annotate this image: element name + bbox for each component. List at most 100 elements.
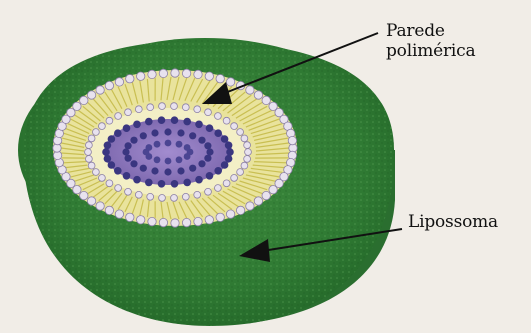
label-lipossoma: Lipossoma xyxy=(408,212,498,232)
core-head xyxy=(226,148,234,156)
core-head xyxy=(204,155,211,162)
lipid-head-outer xyxy=(194,217,202,225)
core-head xyxy=(125,155,132,162)
core-dot xyxy=(184,153,191,160)
core-head xyxy=(130,137,137,144)
lipid-head-outer xyxy=(205,72,213,80)
lipid-head-outer xyxy=(216,75,224,83)
lipid-head-outer xyxy=(262,191,270,199)
core-head xyxy=(206,172,214,180)
lipid-head-inner xyxy=(135,191,142,198)
core-head xyxy=(214,129,222,137)
core-head xyxy=(108,135,116,143)
core-head xyxy=(145,179,153,187)
lipid-head-inner xyxy=(194,106,201,113)
lipid-head-inner xyxy=(88,135,95,142)
core-head xyxy=(171,180,179,188)
lipid-head-inner xyxy=(241,135,248,142)
core-head xyxy=(164,168,171,175)
lipid-head-inner xyxy=(85,149,92,156)
core-head xyxy=(140,132,147,139)
lipid-head-inner xyxy=(147,193,154,200)
lipid-head-outer xyxy=(288,136,296,144)
lipid-head-inner xyxy=(223,117,230,124)
core-head xyxy=(145,118,153,126)
lipid-head-outer xyxy=(105,81,113,89)
core-dot xyxy=(146,144,153,151)
lipid-head-inner xyxy=(237,169,244,176)
core-head xyxy=(151,167,158,174)
lipid-head-inner xyxy=(125,109,132,116)
lipid-head-outer xyxy=(226,78,234,86)
lipid-head-outer xyxy=(269,186,277,194)
lipid-head-outer xyxy=(96,86,104,94)
lipid-head-inner xyxy=(93,129,100,136)
core-dot xyxy=(165,140,172,147)
lipid-head-inner xyxy=(205,188,212,195)
core-head xyxy=(195,121,203,129)
label-parede-line1: Parede xyxy=(386,21,475,41)
core-head xyxy=(198,137,205,144)
lipid-head-inner xyxy=(215,185,222,192)
lipid-head-inner xyxy=(244,156,251,163)
core-head xyxy=(122,148,129,155)
lipid-head-inner xyxy=(125,188,132,195)
lipid-head-outer xyxy=(159,69,167,77)
lipid-head-outer xyxy=(182,218,190,226)
lipid-head-outer xyxy=(137,216,145,224)
core-head xyxy=(206,124,214,132)
lipid-head-inner xyxy=(86,156,93,163)
label-parede-line2: polimérica xyxy=(386,41,475,61)
core-head xyxy=(177,129,184,136)
lipid-head-inner xyxy=(115,113,122,120)
core-head xyxy=(189,165,196,172)
lipid-head-inner xyxy=(245,149,252,156)
lipid-head-inner xyxy=(194,191,201,198)
lipid-head-outer xyxy=(126,213,134,221)
core-head xyxy=(158,180,166,188)
lipid-head-inner xyxy=(159,103,166,110)
lipid-head-inner xyxy=(159,195,166,202)
core-head xyxy=(130,160,137,167)
lipid-head-inner xyxy=(106,117,113,124)
lipid-head-outer xyxy=(262,96,270,104)
lipid-head-inner xyxy=(135,106,142,113)
lipid-head-inner xyxy=(205,109,212,116)
lipid-head-outer xyxy=(254,91,262,99)
core-head xyxy=(164,128,171,135)
lipid-head-inner xyxy=(99,123,106,130)
lipid-head-outer xyxy=(246,86,254,94)
lipid-head-inner xyxy=(99,175,106,182)
lipid-head-inner xyxy=(244,142,251,149)
lipid-head-outer xyxy=(246,202,254,210)
lipid-head-outer xyxy=(205,216,213,224)
lipid-head-inner xyxy=(182,193,189,200)
lipid-head-outer xyxy=(96,202,104,210)
core-head xyxy=(183,118,191,126)
lipid-head-inner xyxy=(241,162,248,169)
label-parede-polimerica: Parede polimérica xyxy=(386,21,475,61)
lipid-head-outer xyxy=(137,72,145,80)
lipid-head-inner xyxy=(106,180,113,187)
lipid-head-outer xyxy=(105,206,113,214)
lipid-head-outer xyxy=(73,102,81,110)
core-head xyxy=(102,148,110,156)
core-head xyxy=(108,161,116,169)
core-head xyxy=(123,172,131,180)
lipid-head-outer xyxy=(126,75,134,83)
lipid-head-outer xyxy=(115,210,123,218)
lipid-head-outer xyxy=(254,197,262,205)
core-head xyxy=(114,167,122,175)
core-head xyxy=(183,179,191,187)
lipid-head-outer xyxy=(159,218,167,226)
lipid-head-outer xyxy=(80,96,88,104)
core-head xyxy=(133,121,141,129)
lipid-head-outer xyxy=(216,213,224,221)
lipid-head-outer xyxy=(236,206,244,214)
lipid-head-outer xyxy=(171,69,179,77)
core-head xyxy=(221,135,229,143)
lipid-head-outer xyxy=(226,210,234,218)
lipid-head-inner xyxy=(93,169,100,176)
core-head xyxy=(104,155,112,163)
core-head xyxy=(140,165,147,172)
